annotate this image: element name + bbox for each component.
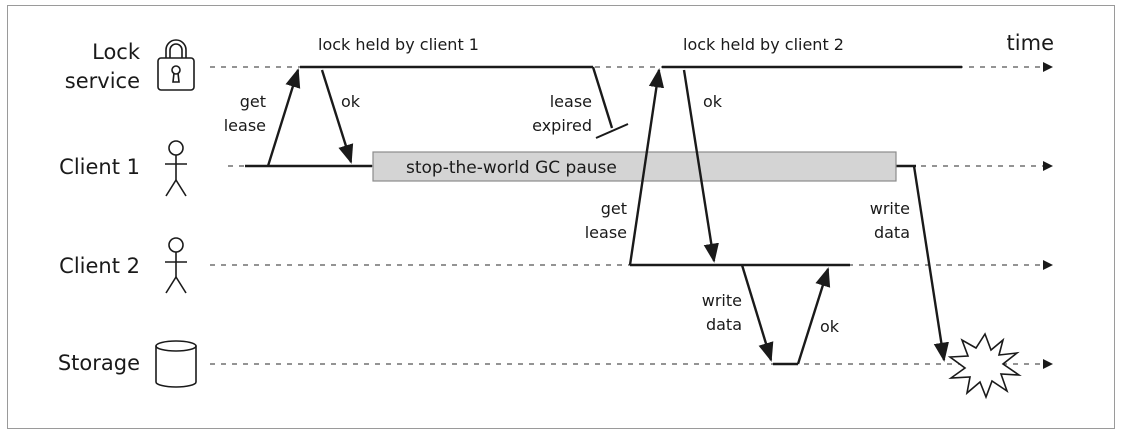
ok-3-label: ok <box>820 317 840 336</box>
get-lease-2-label-line1: get <box>601 199 627 218</box>
get-lease-2-label-line2: lease <box>585 223 627 242</box>
arrow-ok-to-client-2 <box>682 69 719 263</box>
lane-label-client-2: Client 2 <box>59 254 140 278</box>
lock-held-client-2-label: lock held by client 2 <box>683 35 844 54</box>
person-icon-client-1 <box>165 140 187 197</box>
write-data-2-label-line2: data <box>706 315 742 334</box>
time-axis-label: time <box>1007 31 1054 55</box>
gc-pause-label: stop-the-world GC pause <box>406 158 617 178</box>
timeline-arrowhead-client-1 <box>1043 161 1053 171</box>
lease-expired-cross <box>595 123 629 139</box>
message-arrows <box>266 66 949 365</box>
arrow-get-lease-client-2 <box>628 68 665 266</box>
timeline-arrowheads <box>1043 62 1053 369</box>
write-data-2-label-line1: write <box>702 291 742 310</box>
get-lease-1-label-line1: get <box>240 92 266 111</box>
arrow-get-lease-client-1 <box>266 68 301 167</box>
lane-label-client-1: Client 1 <box>59 155 140 179</box>
active-segments <box>245 65 962 366</box>
lane-label-lock-service-line2: service <box>65 69 140 93</box>
lane-label-lock-service-line1: Lock <box>92 40 141 64</box>
arrow-ok-from-storage <box>796 267 831 365</box>
write-data-1-label-line2: data <box>874 223 910 242</box>
person-icon-client-2 <box>165 237 187 294</box>
line-lease-expiry <box>591 66 614 129</box>
diagram-frame <box>7 5 1115 429</box>
lock-held-client-1-label: lock held by client 1 <box>318 35 479 54</box>
timeline-arrowhead-client-2 <box>1043 260 1053 270</box>
write-data-1-label-line1: write <box>870 199 910 218</box>
timeline-arrowhead-lock <box>1043 62 1053 72</box>
padlock-icon <box>157 39 195 91</box>
arrow-write-data-client-2 <box>740 264 774 362</box>
gc-pause-box <box>372 151 897 182</box>
lease-expired-label-line2: expired <box>532 116 592 135</box>
explosion-icon <box>947 332 1022 400</box>
timeline-arrowhead-storage <box>1043 359 1053 369</box>
ok-2-label: ok <box>703 92 723 111</box>
ok-1-label: ok <box>341 92 361 111</box>
arrow-ok-to-client-1 <box>320 69 354 164</box>
lease-expired-label-line1: lease <box>550 92 592 111</box>
database-cylinder-icon <box>155 340 197 388</box>
lane-label-storage: Storage <box>58 351 140 375</box>
arrow-write-data-client-1 <box>912 165 949 362</box>
get-lease-1-label-line2: lease <box>224 116 266 135</box>
